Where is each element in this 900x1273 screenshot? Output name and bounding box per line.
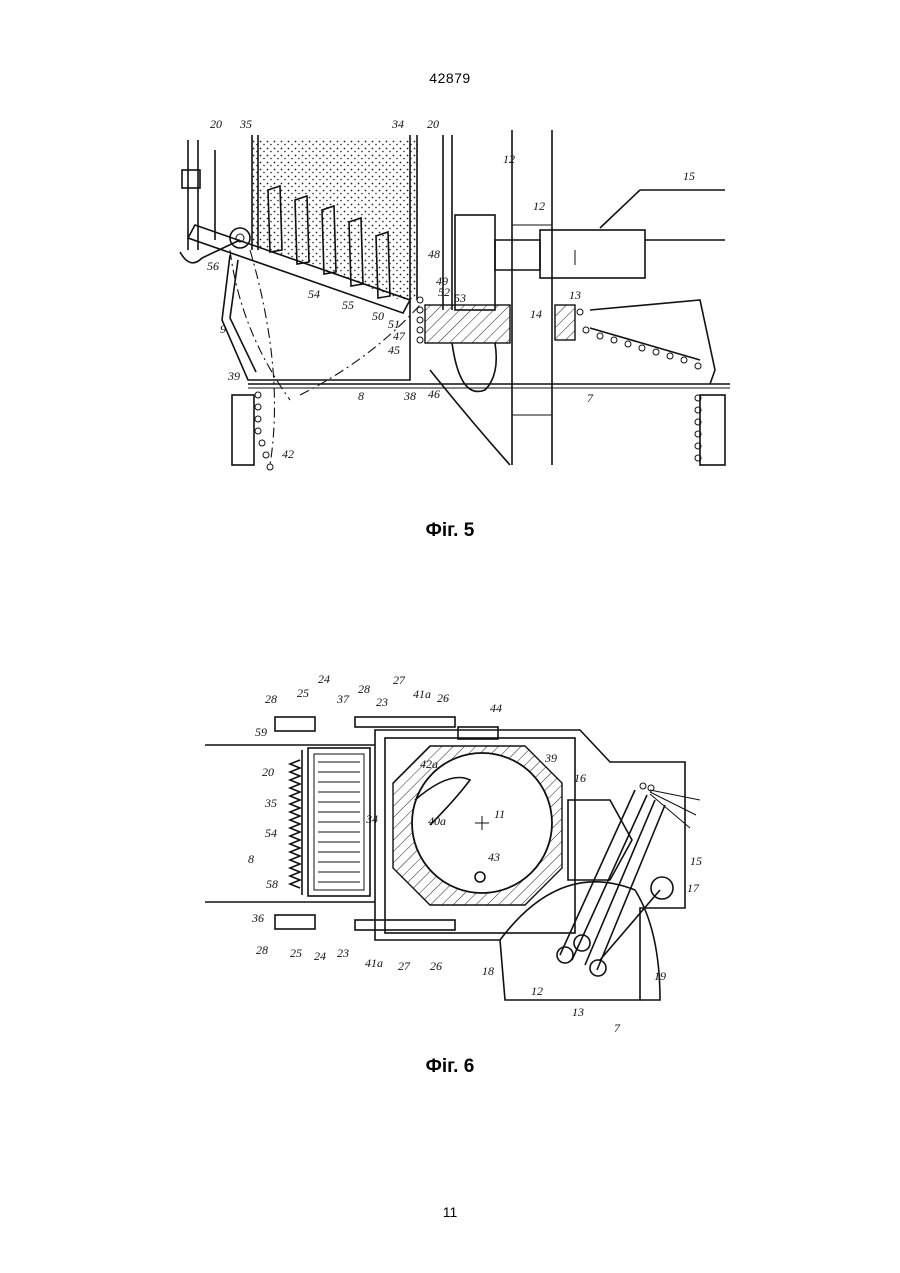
fig6-label: 12 [531, 984, 543, 998]
fig6-label: 28 [256, 943, 268, 957]
fig6-label: 11 [494, 807, 505, 821]
fig6-label: 26 [430, 959, 442, 973]
fig6-label: 23 [337, 946, 349, 960]
fig5-label: 56 [207, 259, 219, 273]
fig5-label: 47 [393, 329, 406, 343]
fig6-label: 19 [654, 969, 666, 983]
fig6-label: 58 [266, 877, 278, 891]
figure-5-caption: Фіг. 5 [0, 520, 900, 542]
fig5-label: 53 [454, 291, 466, 305]
fig6-label: 54 [265, 826, 277, 840]
fig5-label: 54 [308, 287, 320, 301]
fig5-label: 9 [220, 322, 226, 336]
fig5-label: 35 [239, 117, 252, 131]
fig5-label: 34 [391, 117, 404, 131]
fig5-label: 55 [342, 298, 354, 312]
fig6-label: 15 [690, 854, 702, 868]
fig6-label: 17 [687, 881, 700, 895]
fig6-label: 8 [248, 852, 254, 866]
fig5-label: 52 [438, 285, 450, 299]
fig6-label: 37 [336, 692, 350, 706]
fig6-label: 44 [490, 701, 502, 715]
fig5-label: 42 [282, 447, 294, 461]
fig6-label: 13 [572, 1005, 584, 1019]
fig6-label: 16 [574, 771, 586, 785]
fig6-label: 25 [290, 946, 302, 960]
fig6-label: 26 [437, 691, 449, 705]
fig6-label: 27 [393, 673, 406, 687]
fig5-label: 8 [358, 389, 364, 403]
fig5-label: 13 [569, 288, 581, 302]
fig5-label: 20 [210, 117, 222, 131]
fig6-label: 59 [255, 725, 267, 739]
fig5-label: 50 [372, 309, 384, 323]
figure-6-caption: Фіг. 6 [0, 1056, 900, 1078]
fig6-label: 24 [314, 949, 326, 963]
fig6-label: 7 [614, 1021, 621, 1035]
fig6-label: 41a [365, 956, 383, 970]
fig6-label: 39 [544, 751, 557, 765]
fig6-label: 42a [420, 757, 438, 771]
fig6-label: 27 [398, 959, 411, 973]
fig6-label: 24 [318, 672, 330, 686]
fig6-label: 28 [358, 682, 370, 696]
fig6-label: 40a [428, 814, 446, 828]
fig6-label: 18 [482, 964, 494, 978]
fig6-label: 35 [264, 796, 277, 810]
fig5-label: 20 [427, 117, 439, 131]
fig5-label: 48 [428, 247, 440, 261]
fig5-label: 12 [533, 199, 545, 213]
fig5-label: 45 [388, 343, 400, 357]
fig5-label: 39 [227, 369, 240, 383]
fig6-label: 20 [262, 765, 274, 779]
fig5-label: 14 [530, 307, 542, 321]
fig5-label: 38 [403, 389, 416, 403]
page-number: 11 [0, 1204, 900, 1220]
fig5-label: 7 [587, 391, 594, 405]
fig6-label: 34 [365, 812, 378, 826]
fig6-label: 25 [297, 686, 309, 700]
fig6-label: 41a [413, 687, 431, 701]
fig6-label: 23 [376, 695, 388, 709]
fig6-label: 28 [265, 692, 277, 706]
fig5-label: 12 [503, 152, 515, 166]
fig6-label: 36 [251, 911, 264, 925]
fig5-label: 15 [683, 169, 695, 183]
fig5-label: 46 [428, 387, 440, 401]
figure-6-drawing [205, 717, 700, 1000]
fig6-label: 43 [488, 850, 500, 864]
